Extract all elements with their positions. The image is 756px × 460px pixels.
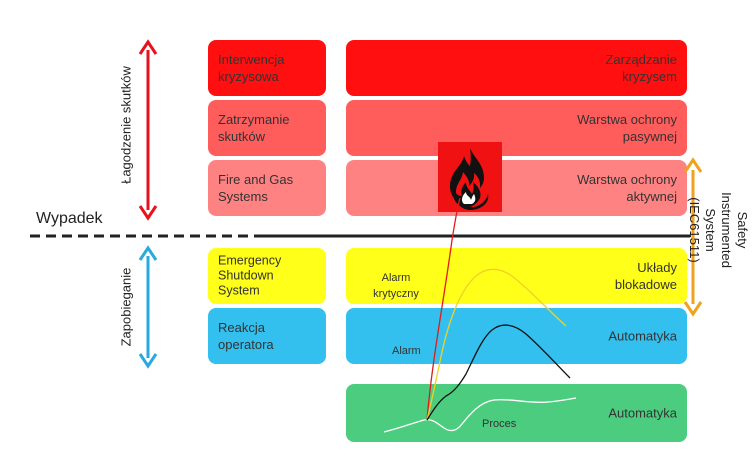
- proces-label: Proces: [482, 418, 517, 430]
- box-automatyka-green: Automatyka: [346, 384, 687, 442]
- box-aktywna: Warstwa ochrony aktywnej: [346, 160, 687, 216]
- label-fire-gas: Fire and Gas Systems: [218, 172, 294, 204]
- orange-double-arrow: [683, 157, 703, 317]
- critical-alarm-curve: [426, 268, 567, 421]
- alarm-label: Alarm: [392, 345, 421, 357]
- box-esd: Emergency Shutdown System: [208, 248, 326, 304]
- lagodzenie-label: Łagodzenie skutków: [118, 66, 134, 184]
- label-blokadowe: Układy blokadowe: [614, 260, 677, 292]
- label-automatyka-green: Automatyka: [608, 405, 677, 421]
- box-reakcja: Reakcja operatora: [208, 308, 326, 364]
- alarm-krytyczny-label: Alarm krytyczny: [373, 272, 419, 300]
- sis-label: Safety Instrumented System (IEC61511): [687, 192, 750, 268]
- box-interwencja: Interwencja kryzysowa: [208, 40, 326, 96]
- wypadek-label: Wypadek: [36, 210, 103, 227]
- label-reakcja: Reakcja operatora: [218, 320, 274, 352]
- red-double-arrow: [138, 39, 158, 221]
- label-aktywna: Warstwa ochrony aktywnej: [577, 172, 677, 204]
- fire-icon: [438, 142, 502, 212]
- label-pasywna: Warstwa ochrony pasywnej: [577, 112, 677, 144]
- box-pasywna: Warstwa ochrony pasywnej: [346, 100, 687, 156]
- process-curve: [383, 397, 577, 433]
- box-fire-gas: Fire and Gas Systems: [208, 160, 326, 216]
- zapobieganie-label: Zapobieganie: [118, 267, 134, 347]
- label-zarzadzanie: Zarządzanie kryzysem: [605, 52, 677, 84]
- box-automatyka-blue: Automatyka: [346, 308, 687, 364]
- alarm-curve: [426, 324, 571, 421]
- label-esd: Emergency Shutdown System: [218, 253, 282, 298]
- box-blokadowe: Układy blokadowe: [346, 248, 687, 304]
- label-automatyka-blue: Automatyka: [608, 328, 677, 344]
- blue-double-arrow: [138, 245, 158, 369]
- label-interwencja: Interwencja kryzysowa: [218, 52, 285, 84]
- box-zarzadzanie: Zarządzanie kryzysem: [346, 40, 687, 96]
- label-zatrzymanie: Zatrzymanie skutków: [218, 112, 290, 144]
- box-zatrzymanie: Zatrzymanie skutków: [208, 100, 326, 156]
- incident-trajectory: [426, 197, 461, 421]
